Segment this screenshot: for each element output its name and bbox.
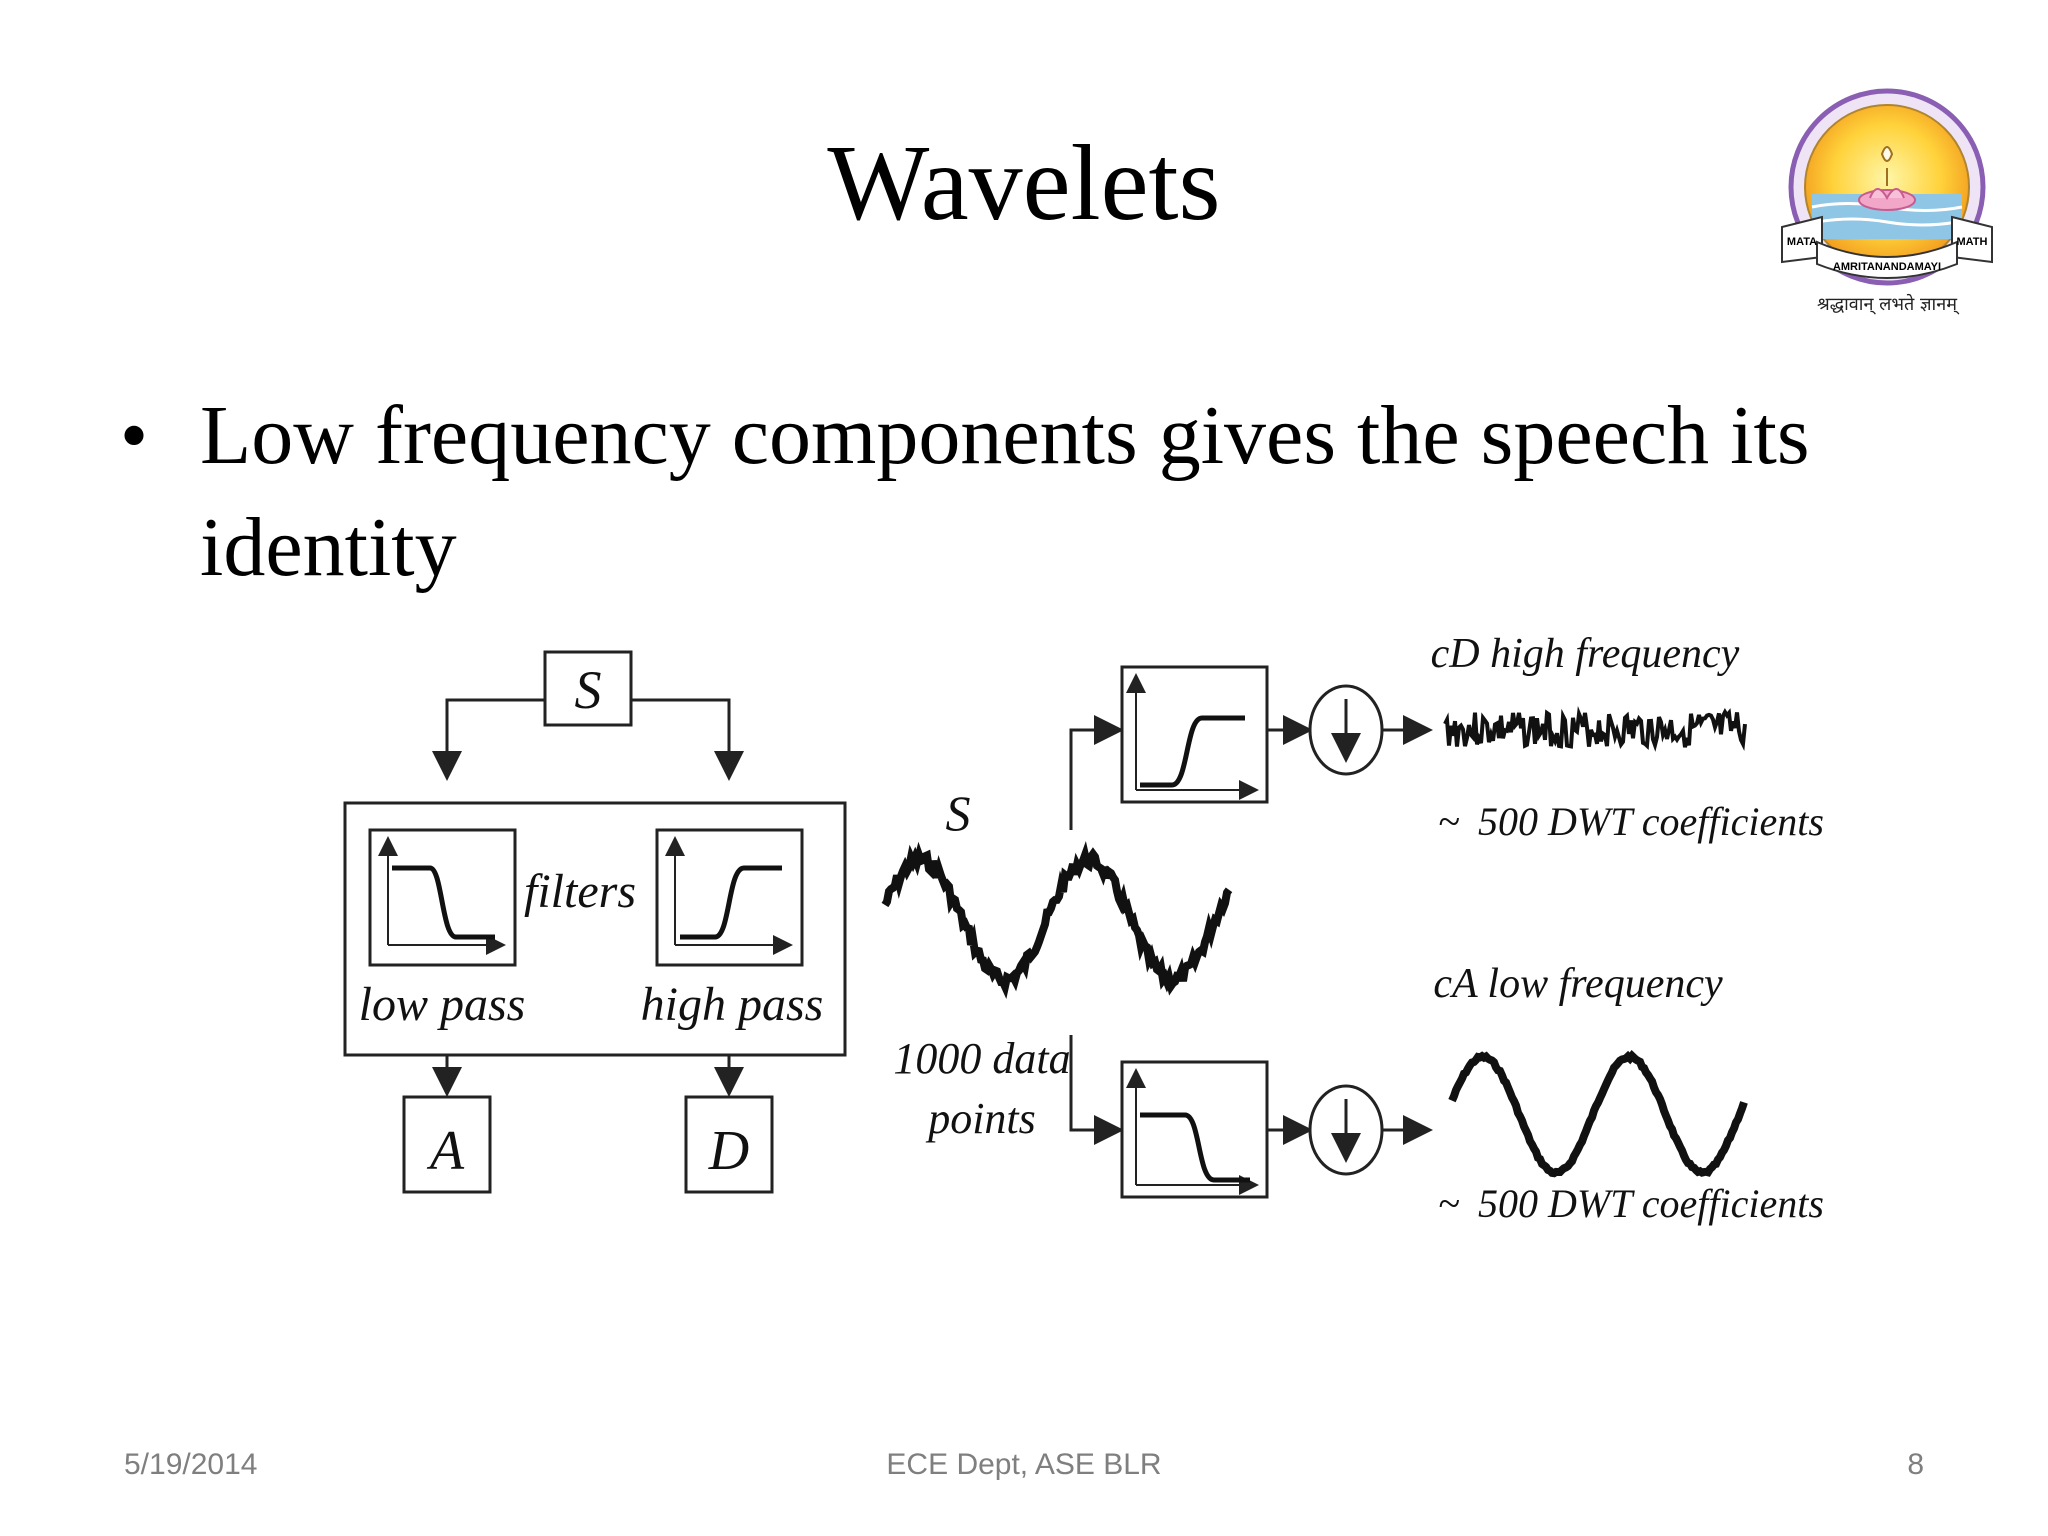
- svg-text:MATH: MATH: [1957, 236, 1988, 248]
- split-arrow-right: [631, 698, 744, 781]
- dwt-high-pass-box: [1120, 665, 1269, 804]
- svg-text:श्रद्धावान् लभते ज्ञानम्: श्रद्धावान् लभते ज्ञानम्: [1817, 293, 1960, 315]
- footer-department: ECE Dept, ASE BLR: [886, 1448, 1162, 1481]
- noisy-input-signal: [881, 840, 1233, 999]
- branch-arrow-top: [1069, 715, 1124, 830]
- output-a-box: [402, 1095, 492, 1194]
- svg-text:MATA: MATA: [1787, 236, 1817, 248]
- signal-box: [543, 650, 633, 727]
- coeff-bottom-tilde: ~: [1438, 1181, 1460, 1226]
- bullet-text: Low frequency components gives the speec…: [200, 389, 1810, 594]
- ca-label: cA low frequency: [1433, 961, 1723, 1007]
- bullet-item: • Low frequency components gives the spe…: [120, 380, 1900, 604]
- low-pass-curve: [392, 865, 495, 940]
- branch-arrow-bottom: [1069, 1035, 1124, 1145]
- coeff-bottom-label: 500 DWT coefficients: [1478, 1181, 1824, 1226]
- cd-label: cD high frequency: [1431, 631, 1740, 677]
- output-d-label: D: [708, 1120, 749, 1182]
- filters-label: filters: [524, 865, 636, 918]
- signal-box-label: S: [575, 660, 602, 720]
- institution-logo: MATA AMRITANANDAMAYI MATH श्रद्धावान् लभ…: [1781, 88, 1993, 315]
- high-pass-label: high pass: [641, 978, 824, 1031]
- slide-title: Wavelets: [827, 124, 1221, 243]
- bullet-dot: •: [120, 392, 149, 480]
- data-points-label-2: points: [925, 1094, 1036, 1143]
- coeff-top-label: 500 DWT coefficients: [1478, 799, 1824, 844]
- output-a-label: A: [426, 1120, 465, 1182]
- data-points-label-1: 1000 data: [893, 1034, 1070, 1083]
- footer-page-number: 8: [1907, 1448, 1924, 1481]
- high-pass-curve: [680, 865, 782, 940]
- split-arrow-left: [432, 698, 545, 781]
- coeff-top-tilde: ~: [1438, 799, 1460, 844]
- cd-high-frequency-signal: [1443, 706, 1747, 752]
- footer-date: 5/19/2014: [124, 1448, 258, 1481]
- ca-low-frequency-signal: [1448, 1050, 1748, 1178]
- input-signal-label: S: [946, 785, 971, 841]
- output-d-box: [684, 1095, 774, 1194]
- low-pass-label: low pass: [359, 978, 526, 1031]
- svg-text:AMRITANANDAMAYI: AMRITANANDAMAYI: [1833, 261, 1941, 273]
- wavelet-decomposition-diagram: S filters low pass high pass A D S 1000 …: [343, 631, 1824, 1226]
